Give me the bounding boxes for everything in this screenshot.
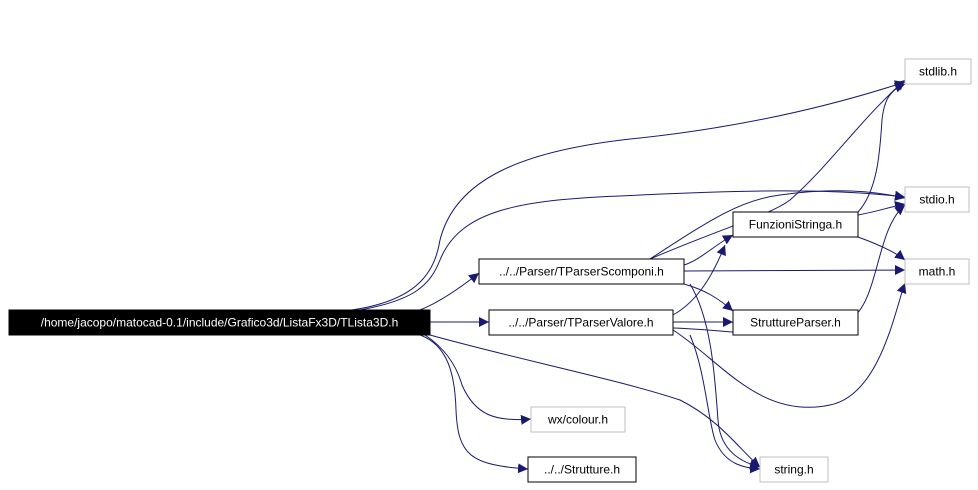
edge-root-to-strutture (419, 334, 529, 474)
nodes: /home/jacopo/matocad-0.1/include/Grafico… (8, 58, 972, 483)
edge-tparser-valore-to-string (689, 334, 761, 474)
node-root: /home/jacopo/matocad-0.1/include/Grafico… (8, 309, 431, 336)
edge-tparser-scomponi-to-strutture-parser (683, 283, 734, 312)
node-box (530, 406, 626, 433)
edge-tparser-scomponi-to-stdlib (649, 79, 906, 260)
node-string[interactable]: string.h (759, 456, 829, 483)
node-label: math.h (919, 265, 956, 279)
edge-root-to-wx-colour (424, 334, 532, 425)
node-box (478, 258, 685, 285)
edge-tparser-scomponi-to-string (689, 283, 761, 470)
node-math[interactable]: math.h (904, 258, 970, 285)
edge-tparser-valore-to-funzioni-stringa (672, 244, 726, 316)
edge-root-to-stdlib (351, 80, 906, 311)
node-stdlib[interactable]: stdlib.h (904, 58, 972, 85)
edge-funzioni-stringa-to-stdio (857, 201, 906, 216)
node-strutture-parser[interactable]: StruttureParser.h (732, 309, 859, 336)
node-stdio[interactable]: stdio.h (904, 186, 970, 213)
node-box (488, 309, 674, 336)
node-box (904, 258, 970, 285)
node-box (904, 58, 972, 85)
node-strutture[interactable]: ../../Strutture.h (527, 456, 637, 483)
node-label: ../../Parser/TParserScomponi.h (499, 265, 664, 279)
edge-root-to-string (429, 334, 761, 468)
edge-tparser-scomponi-to-math (683, 265, 906, 276)
node-tparser-scomponi[interactable]: ../../Parser/TParserScomponi.h (478, 258, 685, 285)
node-label: stdio.h (919, 193, 954, 207)
node-box (732, 211, 859, 238)
node-label: StruttureParser.h (750, 316, 841, 330)
node-label: FunzioniStringa.h (749, 218, 842, 232)
node-wx-colour[interactable]: wx/colour.h (530, 406, 626, 433)
node-label: ../../Parser/TParserValore.h (508, 316, 653, 330)
node-label: ../../Strutture.h (544, 463, 620, 477)
node-label: stdlib.h (919, 65, 957, 79)
node-label: /home/jacopo/matocad-0.1/include/Grafico… (41, 316, 399, 330)
edge-root-to-stdio (359, 190, 906, 311)
edge-funzioni-stringa-to-math (857, 236, 906, 261)
node-box (759, 456, 829, 483)
edges (351, 79, 907, 474)
node-box (527, 456, 637, 483)
edge-tparser-valore-to-math (672, 282, 907, 408)
edge-funzioni-stringa-to-stdlib (857, 83, 906, 213)
node-tparser-valore[interactable]: ../../Parser/TParserValore.h (488, 309, 674, 336)
edge-root-to-tparser-scomponi (419, 272, 480, 311)
node-box (8, 309, 431, 336)
node-label: wx/colour.h (547, 413, 608, 427)
node-label: string.h (774, 463, 813, 477)
edge-tparser-scomponi-to-funzioni-stringa (683, 234, 734, 266)
node-box (904, 186, 970, 213)
node-funzioni-stringa[interactable]: FunzioniStringa.h (732, 211, 859, 238)
node-box (732, 309, 859, 336)
